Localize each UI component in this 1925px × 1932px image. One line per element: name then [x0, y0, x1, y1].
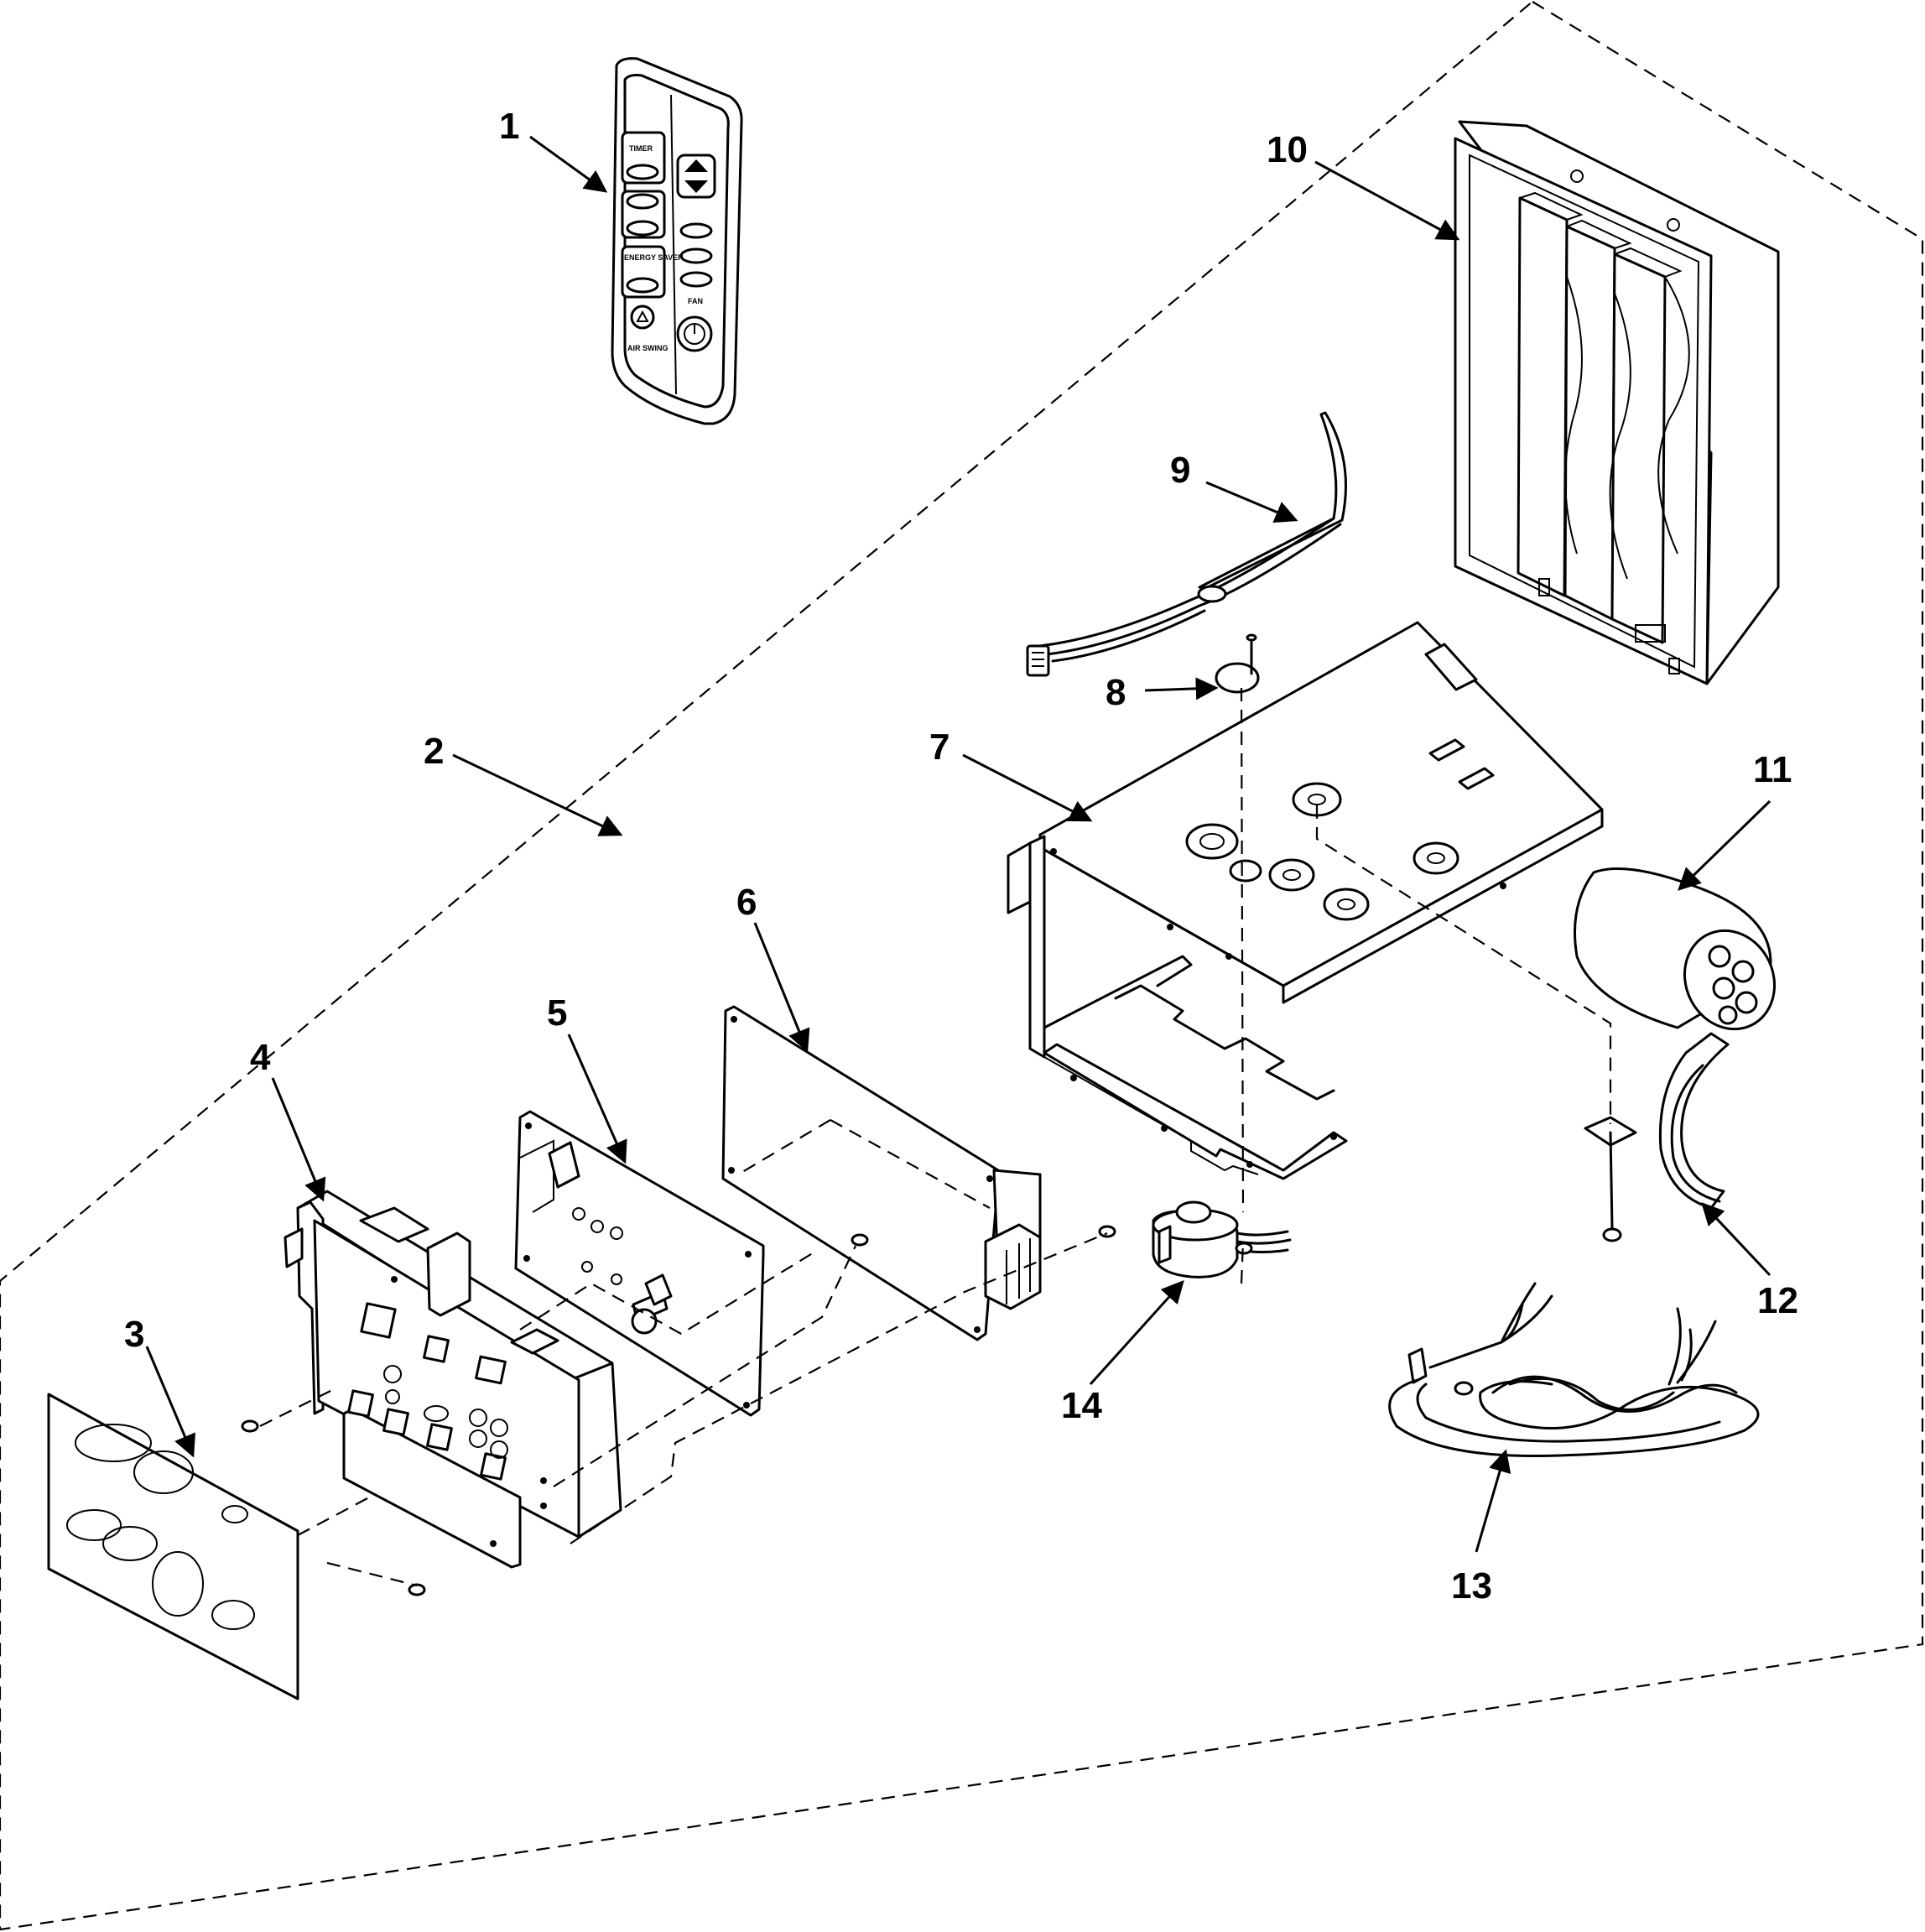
- screw: [1235, 1242, 1253, 1255]
- capacitor-part[interactable]: [1574, 867, 1791, 1044]
- overlay-part[interactable]: [47, 1393, 299, 1700]
- callout-3: 3: [124, 1314, 144, 1355]
- remote-timer-label: TIMER: [629, 144, 653, 153]
- power-cord-part[interactable]: [1388, 1282, 1760, 1458]
- control-bracket-part[interactable]: [1007, 621, 1604, 1180]
- thermistor-part[interactable]: [1215, 633, 1260, 694]
- callout-10: 10: [1267, 129, 1308, 170]
- callout-arrow-9: [1205, 481, 1298, 523]
- remote-fan-label: FAN: [688, 297, 703, 305]
- callout-12: 12: [1757, 1280, 1798, 1321]
- callout-9: 9: [1170, 450, 1190, 491]
- motor-part[interactable]: [1152, 1200, 1292, 1278]
- callout-6: 6: [736, 882, 757, 923]
- screw: [241, 1419, 259, 1433]
- control-housing-part[interactable]: [284, 1190, 622, 1569]
- callout-arrow-12: [1701, 1202, 1772, 1277]
- capacitor-strap-part[interactable]: [1584, 1032, 1730, 1242]
- callout-numbers: 1 2 3 4 5 6 7 8 9 10 11 12 13 14: [124, 106, 1798, 1607]
- power-board-part[interactable]: [721, 1005, 1042, 1341]
- screw: [851, 1233, 869, 1247]
- callout-arrow-5: [567, 1034, 627, 1164]
- callout-arrow-6: [753, 922, 810, 1053]
- callout-7: 7: [929, 726, 949, 768]
- callout-8: 8: [1106, 672, 1126, 713]
- wire-harness-part[interactable]: [1026, 411, 1347, 677]
- screw: [408, 1583, 426, 1596]
- callout-arrows: [145, 135, 1772, 1553]
- callout-arrow-11: [1678, 799, 1772, 891]
- screws: [241, 1225, 1253, 1596]
- callout-arrow-7: [962, 753, 1093, 822]
- callout-arrow-8: [1144, 677, 1219, 700]
- pc-board-part[interactable]: [514, 1110, 765, 1417]
- remote-control-part[interactable]: TIMER ENERGY SAVER FAN AIR SWING: [611, 57, 743, 425]
- callout-2: 2: [424, 731, 444, 772]
- callout-arrow-3: [145, 1346, 195, 1458]
- screw: [1098, 1225, 1116, 1238]
- remote-energy-saver-label: ENERGY SAVER: [624, 253, 684, 262]
- callout-arrow-2: [452, 753, 623, 836]
- callout-arrow-4: [271, 1077, 326, 1202]
- callout-1: 1: [499, 106, 519, 147]
- callout-arrow-10: [1314, 160, 1460, 241]
- callout-arrow-13: [1475, 1449, 1511, 1553]
- filter-frame-part[interactable]: [1454, 120, 1780, 685]
- callout-4: 4: [250, 1037, 271, 1078]
- callout-arrow-14: [1089, 1279, 1184, 1386]
- callout-13: 13: [1451, 1565, 1492, 1607]
- callout-14: 14: [1061, 1385, 1102, 1426]
- callout-arrow-1: [529, 135, 608, 193]
- assembly-dashed-lines: [259, 687, 1612, 1587]
- callout-5: 5: [547, 992, 567, 1034]
- remote-air-swing-label: AIR SWING: [627, 344, 669, 352]
- callout-11: 11: [1753, 749, 1792, 790]
